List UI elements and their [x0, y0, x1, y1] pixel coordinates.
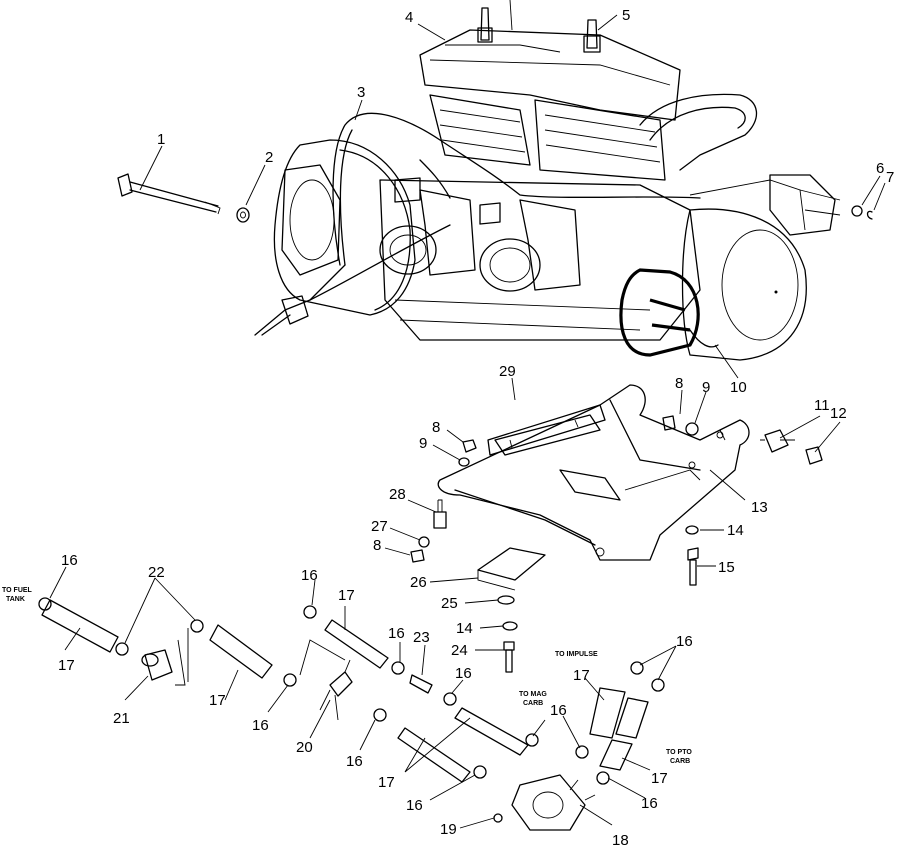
callout-4: 4: [405, 9, 413, 26]
callout-16: 16: [346, 753, 363, 770]
callout-16: 16: [641, 795, 658, 812]
callout-17: 17: [651, 770, 668, 787]
fuel-line-system: [38, 597, 665, 831]
callout-16: 16: [676, 633, 693, 650]
callout-29: 29: [499, 363, 516, 380]
callout-18: 18: [612, 832, 629, 847]
callout-23: 23: [413, 629, 430, 646]
callout-26: 26: [410, 574, 427, 591]
callout-24: 24: [451, 642, 468, 659]
callout-13: 13: [751, 499, 768, 516]
callout-7: 7: [886, 169, 894, 186]
note-to-pto-carb-line2: CARB: [670, 758, 690, 765]
callout-9: 9: [702, 379, 710, 396]
callout-5: 5: [622, 7, 630, 24]
callout-3: 3: [357, 84, 365, 101]
callout-14: 14: [727, 522, 744, 539]
callout-22: 22: [148, 564, 165, 581]
leader-lines: [49, 14, 886, 829]
callout-17: 17: [209, 692, 226, 709]
callout-8: 8: [432, 419, 440, 436]
callout-20: 20: [296, 739, 313, 756]
callout-16: 16: [388, 625, 405, 642]
callout-25: 25: [441, 595, 458, 612]
engine-assembly: [254, 0, 841, 361]
note-to-mag-carb-line2: CARB: [523, 700, 543, 707]
callout-17: 17: [338, 587, 355, 604]
callout-9: 9: [419, 435, 427, 452]
callout-28: 28: [389, 486, 406, 503]
callout-27: 27: [371, 518, 388, 535]
callout-16: 16: [252, 717, 269, 734]
routing-notes: TO FUEL TANK TO IMPULSE TO MAG CARB TO P…: [2, 587, 692, 765]
callout-17: 17: [573, 667, 590, 684]
note-to-impulse: TO IMPULSE: [555, 651, 598, 658]
callout-10: 10: [730, 379, 747, 396]
callout-1: 1: [157, 131, 165, 148]
note-to-fuel-tank-line2: TANK: [6, 596, 25, 603]
callout-8: 8: [675, 375, 683, 392]
callout-16: 16: [301, 567, 318, 584]
note-to-fuel-tank-line1: TO FUEL: [2, 587, 33, 594]
bolt-and-washer: [117, 173, 873, 223]
callout-2: 2: [265, 149, 273, 166]
callout-16: 16: [455, 665, 472, 682]
callout-19: 19: [440, 821, 457, 838]
callout-6: 6: [876, 160, 884, 177]
callout-17: 17: [58, 657, 75, 674]
callout-15: 15: [718, 559, 735, 576]
callout-12: 12: [830, 405, 847, 422]
callout-14: 14: [456, 620, 473, 637]
callout-16: 16: [406, 797, 423, 814]
note-to-mag-carb-line1: TO MAG: [519, 691, 547, 698]
callout-8: 8: [373, 537, 381, 554]
callout-numbers: 1 2 3 4 5 6 7 10 29 8 9 11 12 8 9 13 28 …: [58, 7, 894, 847]
callout-17: 17: [378, 774, 395, 791]
note-to-pto-carb-line1: TO PTO: [666, 749, 692, 756]
callout-16: 16: [550, 702, 567, 719]
callout-16: 16: [61, 552, 78, 569]
callout-21: 21: [113, 710, 130, 727]
callout-11: 11: [814, 397, 830, 414]
